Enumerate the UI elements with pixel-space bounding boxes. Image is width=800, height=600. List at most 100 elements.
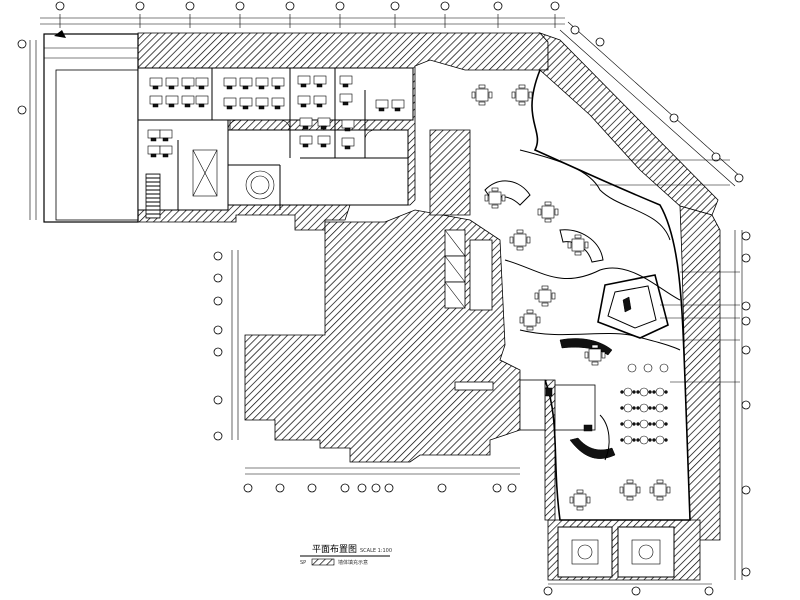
drawing-scale: SCALE 1:100 — [360, 548, 392, 554]
chair — [152, 103, 159, 108]
lounge-chair — [574, 251, 582, 256]
chair — [344, 145, 351, 150]
lounge-chair — [478, 84, 486, 89]
desk — [223, 77, 237, 87]
dining-chair — [652, 406, 656, 410]
dining-chair — [632, 438, 636, 442]
right-grid-bubbles — [741, 231, 751, 577]
chair — [242, 85, 249, 90]
lounge-chair — [501, 194, 506, 202]
chair — [226, 85, 233, 90]
lounge-table — [541, 205, 555, 219]
seating-groups — [471, 84, 671, 511]
lounge-chair — [536, 316, 541, 324]
chair — [184, 85, 191, 90]
right-dimension-chain — [734, 230, 743, 580]
round-table — [245, 170, 275, 200]
desk — [159, 129, 173, 139]
dining-table — [623, 435, 633, 445]
chair — [150, 153, 157, 158]
lounge-chair — [478, 101, 486, 106]
lounge-chair — [526, 326, 534, 331]
dining-chair — [632, 422, 636, 426]
dining-table — [639, 419, 649, 429]
chair — [316, 83, 323, 88]
dining-chair — [632, 390, 636, 394]
dining-chair — [648, 438, 652, 442]
lounge-chair — [488, 91, 493, 99]
lounge-chair — [491, 187, 499, 192]
grid-bubble — [493, 1, 503, 11]
lounge-chair — [666, 486, 671, 494]
lounge-chair — [544, 218, 552, 223]
grate-panel — [145, 173, 161, 219]
chair — [152, 85, 159, 90]
dining-chair — [648, 422, 652, 426]
grid-bubble — [390, 1, 400, 11]
lounge-chair — [576, 506, 584, 511]
chair — [274, 85, 281, 90]
desk — [223, 97, 237, 107]
mid-left-dimension-chain — [231, 250, 239, 440]
lounge-chair — [591, 361, 599, 366]
desk — [165, 77, 179, 87]
desk — [181, 95, 195, 105]
chair — [226, 105, 233, 110]
desk — [195, 95, 209, 105]
desk — [181, 77, 195, 87]
desk — [313, 75, 327, 85]
lounge-table — [523, 313, 537, 327]
dining-chair — [636, 422, 640, 426]
lounge-chair — [584, 351, 589, 359]
chair — [198, 103, 205, 108]
lounge-chair — [586, 496, 591, 504]
chair — [344, 127, 351, 132]
chair — [320, 125, 327, 130]
drawing-title-block: 平面布置图 SCALE 1:100 SP 墙体填充示意 — [300, 543, 392, 566]
lounge-chair — [569, 496, 574, 504]
dining-chair — [620, 390, 624, 394]
dining-table — [627, 363, 637, 373]
dining-chair — [648, 406, 652, 410]
dining-chair — [664, 390, 668, 394]
lounge-chair — [509, 236, 514, 244]
conference-table — [192, 149, 218, 197]
dining-chair — [636, 438, 640, 442]
lounge-chair — [526, 236, 531, 244]
lounge-chair — [537, 208, 542, 216]
chair — [258, 85, 265, 90]
office-zone — [137, 67, 414, 211]
dining-chair — [652, 438, 656, 442]
lounge-zone — [484, 69, 691, 521]
grid-bubble — [550, 1, 560, 11]
chair — [342, 83, 349, 88]
desk — [391, 99, 405, 109]
elevator-core — [444, 229, 494, 391]
top-dimension-chain — [40, 14, 565, 28]
lounge-chair — [649, 486, 654, 494]
desk — [339, 75, 353, 85]
lounge-chair — [554, 208, 559, 216]
dining-table — [655, 435, 665, 445]
chair — [168, 85, 175, 90]
lounge-chair — [574, 234, 582, 239]
chair — [378, 107, 385, 112]
grid-bubble — [185, 1, 195, 11]
lounge-chair — [656, 496, 664, 501]
lounge-chair — [511, 91, 516, 99]
lounge-chair — [567, 241, 572, 249]
grid-bubble — [335, 1, 345, 11]
lounge-table — [653, 483, 667, 497]
bottom-dimension-chain — [245, 467, 520, 475]
desk — [297, 95, 311, 105]
chair — [162, 153, 169, 158]
lounge-table — [488, 191, 502, 205]
desk — [317, 135, 331, 145]
desk — [165, 95, 179, 105]
chair — [394, 107, 401, 112]
restroom-block — [519, 379, 596, 432]
lounge-chair — [519, 316, 524, 324]
diagonal-grid-bubbles — [570, 25, 744, 183]
top-grid-bubbles — [55, 1, 560, 11]
